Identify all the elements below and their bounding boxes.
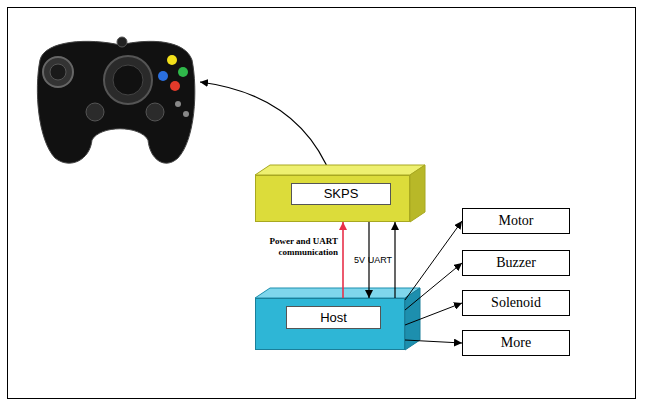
gamepad-illustration (37, 37, 194, 163)
signal-arrow (342, 222, 344, 298)
signal-label: 5V (354, 255, 365, 265)
skps-module-box: SKPS (255, 175, 410, 222)
module-label: Host (286, 306, 381, 329)
signal-arrow (405, 303, 462, 325)
signal-arrow (405, 221, 462, 300)
output-device-box: More (462, 330, 570, 356)
signal-label: UART (368, 255, 392, 265)
signal-arrow (405, 340, 462, 343)
signal-arrow (394, 222, 395, 298)
device-label: Motor (499, 213, 534, 229)
output-device-box: Motor (462, 208, 570, 234)
host-box-depth (255, 288, 420, 350)
device-label: More (501, 335, 531, 351)
device-label: Solenoid (491, 295, 541, 311)
output-device-box: Solenoid (462, 290, 570, 316)
output-device-box: Buzzer (462, 250, 570, 276)
module-label: SKPS (291, 183, 391, 205)
host-controller-box: Host (255, 298, 405, 350)
wireless-link-arrow (200, 82, 332, 178)
skps-box-depth (255, 165, 425, 222)
device-label: Buzzer (496, 255, 536, 271)
signal-arrow (405, 263, 462, 310)
annotation-label: Power and UART communication (238, 236, 338, 258)
